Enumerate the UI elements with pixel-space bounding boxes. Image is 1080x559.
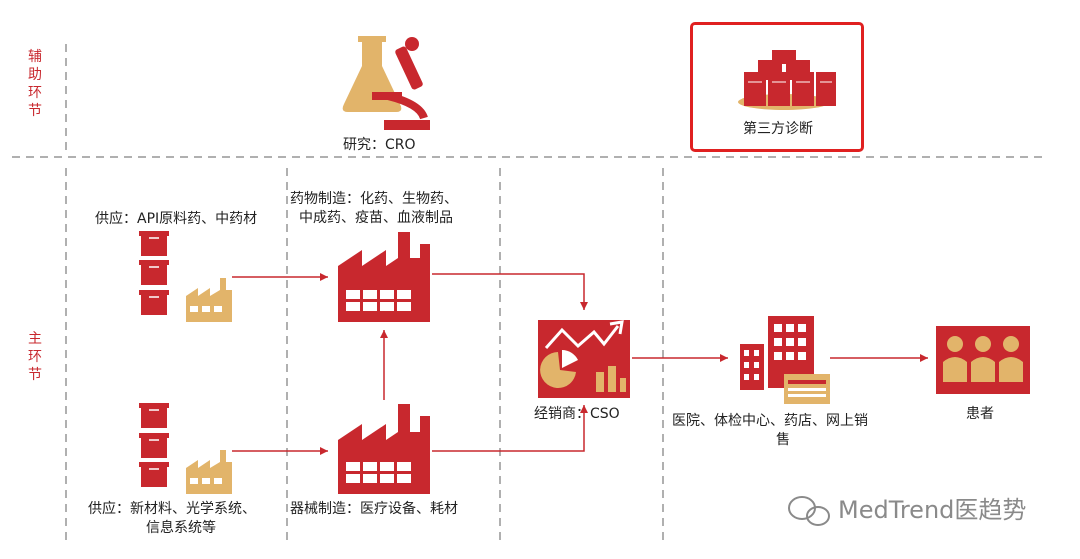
device-mfg-label: 器械制造：医疗设备、耗材 [290,501,458,517]
crate-icon [139,462,169,487]
auxiliary-region-label: 辅助环节 [28,49,42,119]
drug-mfg-label-line1: 药物制造：化药、生物药、 [290,191,458,207]
third-party-highlight [690,22,864,152]
crate-icon [139,231,169,256]
watermark-text: MedTrend医趋势 [838,496,1027,524]
crate-icon [139,433,169,458]
supply-materials-icons [139,403,232,494]
wechat-icon [788,496,830,526]
supply-materials-label-line2: 信息系统等 [146,520,216,536]
hospital-label-line1: 医院、体检中心、药店、网上销 [672,413,868,429]
hospital-label-line2: 售 [776,432,790,448]
factory-small-icon [186,278,232,322]
crate-icon [139,290,169,315]
flow-arrows [232,273,928,455]
crate-icon [139,260,169,285]
factory-icon [338,232,430,322]
supply-api-label: 供应：API原料药、中药材 [95,211,258,227]
crate-icon [139,403,169,428]
hospital-building-icon [740,316,830,404]
lab-flask-microscope-icon [342,36,430,130]
main-region-label: 主环节 [28,331,42,383]
supply-api-icons [139,231,232,322]
drug-mfg-label-line2: 中成药、疫苗、血液制品 [299,210,453,226]
cso-label: 经销商：CSO [534,406,620,422]
patients-label: 患者 [966,406,994,422]
server-stack-icon [738,50,836,110]
factory-icon [338,404,430,494]
sales-chart-icon [538,320,630,398]
third-party-label: 第三方诊断 [743,121,813,137]
arrow-device-to-cso [432,405,588,452]
patients-group-icon [936,326,1030,394]
dashed-guides [12,44,1045,545]
cro-label: 研究：CRO [343,137,416,153]
supply-materials-label-line1: 供应：新材料、光学系统、 [88,501,256,517]
factory-small-icon [186,450,232,494]
arrow-drug-to-cso [432,273,588,310]
